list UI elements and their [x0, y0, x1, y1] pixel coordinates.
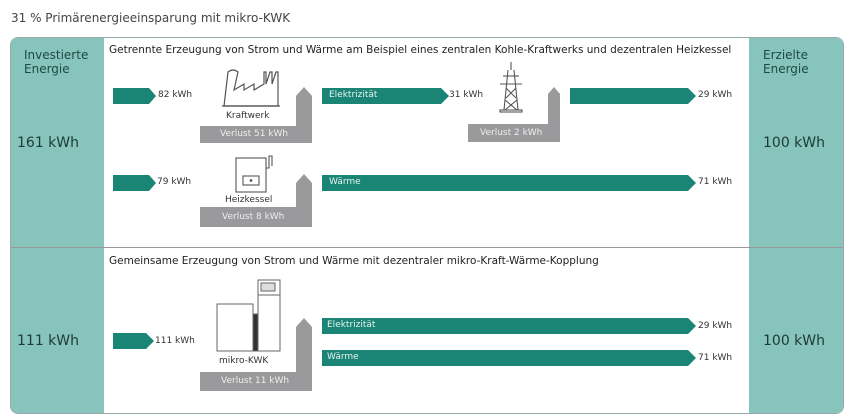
obtained-energy-panel — [749, 38, 843, 413]
obtained-energy-bottom: 100 kWh — [763, 333, 825, 349]
section-divider — [11, 247, 843, 248]
heat-arrow — [322, 175, 696, 191]
electricity-output: 29 kWh — [698, 90, 733, 100]
invested-energy-panel — [11, 38, 104, 413]
mikro-kwk-heat-arrow — [322, 350, 696, 366]
electricity-output-arrow — [570, 88, 696, 104]
section2-title: Gemeinsame Erzeugung von Strom und Wärme… — [109, 255, 599, 267]
grid-loss: Verlust 2 kWh — [480, 128, 543, 138]
power-plant-loss: Verlust 51 kWh — [220, 129, 289, 139]
invested-energy-title: Investierte Energie — [24, 48, 89, 76]
mikro-kwk-electricity-arrow — [322, 318, 696, 334]
power-input-value: 82 kWh — [158, 90, 193, 100]
invested-energy-bottom: 111 kWh — [17, 333, 79, 349]
grid-loss-arrow — [468, 87, 560, 142]
invested-energy-top: 161 kWh — [17, 135, 79, 151]
electricity-arrow — [322, 88, 449, 104]
mikro-kwk-icon — [216, 279, 281, 352]
electricity-label: Elektrizität — [329, 90, 378, 100]
mikro-kwk-label: mikro-KWK — [219, 356, 269, 366]
power-pylon-icon — [499, 62, 523, 113]
mikro-kwk-loss: Verlust 11 kWh — [221, 376, 290, 386]
heat-label: Wärme — [329, 177, 361, 187]
mikro-kwk-input-arrow — [113, 333, 154, 349]
power-plant-loss-arrow — [200, 87, 312, 143]
power-plant-label: Kraftwerk — [226, 111, 270, 121]
boiler-input-arrow — [113, 175, 156, 191]
heat-output: 71 kWh — [698, 177, 733, 187]
boiler-loss: Verlust 8 kWh — [222, 212, 285, 222]
boiler-input-value: 79 kWh — [157, 177, 192, 187]
power-input-arrow — [113, 88, 156, 104]
obtained-energy-top: 100 kWh — [763, 135, 825, 151]
boiler-label: Heizkessel — [225, 195, 273, 205]
headline: 31 % Primärenergieeinsparung mit mikro-K… — [11, 11, 291, 25]
power-plant-icon — [222, 69, 280, 107]
boiler-loss-arrow — [200, 174, 312, 227]
mikro-kwk-electricity-output: 29 kWh — [698, 321, 733, 331]
mikro-kwk-input-value: 111 kWh — [155, 336, 195, 346]
obtained-energy-title: Erzielte Energie — [763, 48, 809, 76]
mikro-kwk-loss-arrow — [200, 318, 312, 391]
electricity-value: 31 kWh — [449, 90, 484, 100]
mikro-kwk-heat-label: Wärme — [327, 352, 359, 362]
mikro-kwk-heat-output: 71 kWh — [698, 353, 733, 363]
mikro-kwk-electricity-label: Elektrizität — [327, 320, 376, 330]
boiler-icon — [235, 155, 273, 193]
section1-title: Getrennte Erzeugung von Strom und Wärme … — [109, 44, 732, 56]
